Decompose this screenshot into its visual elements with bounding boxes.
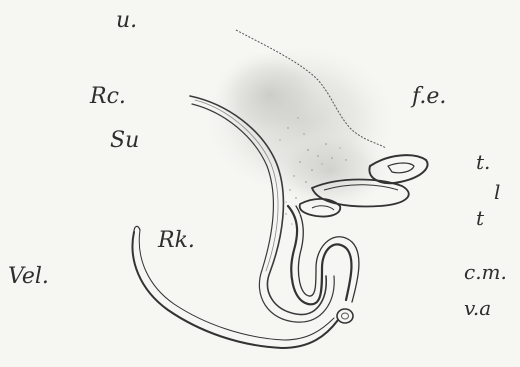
vesicle-ring — [337, 309, 353, 323]
label-rc: Rc. — [90, 86, 126, 108]
label-fe: f.e. — [412, 86, 446, 108]
label-su: Su — [110, 130, 139, 152]
label-rk: Rk. — [158, 230, 195, 252]
label-u: u. — [116, 10, 137, 32]
label-t-lower: t — [476, 208, 484, 228]
label-l: l — [494, 182, 500, 202]
label-t-upper: t. — [476, 152, 490, 172]
label-vel: Vel. — [8, 266, 49, 288]
label-cm: c.m. — [464, 262, 507, 282]
label-va: v.a — [464, 298, 491, 318]
coiled-tube — [288, 206, 359, 304]
